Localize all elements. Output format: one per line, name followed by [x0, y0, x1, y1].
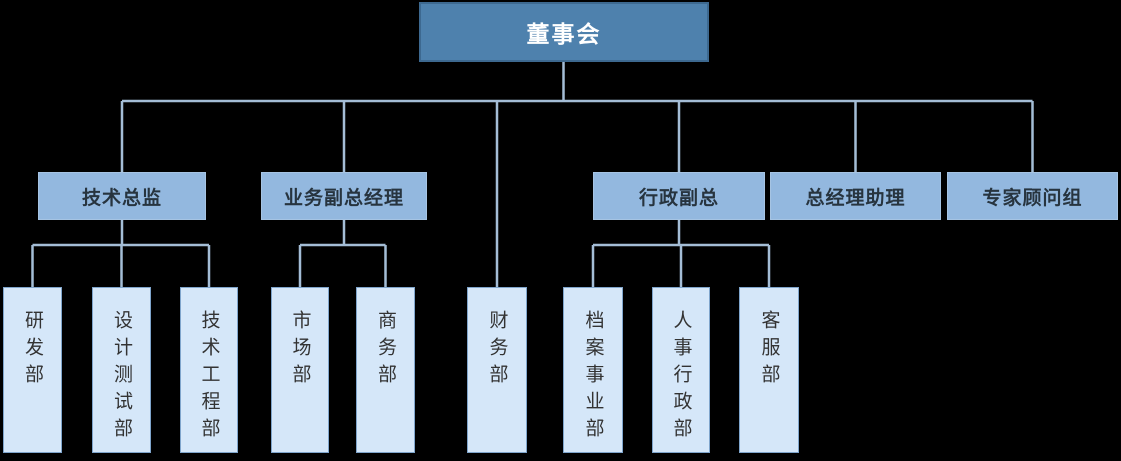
org-node-label: 客服部	[758, 310, 780, 391]
org-node-hr-admin-dept[interactable]: 人事行政部	[652, 287, 710, 453]
org-node-label: 总经理助理	[805, 187, 906, 209]
org-node-tech-engineering-dept[interactable]: 技术工程部	[180, 287, 238, 453]
org-node-archives-division[interactable]: 档案事业部	[563, 287, 623, 453]
org-node-label: 行政副总	[638, 187, 719, 209]
org-node-expert-advisory-group[interactable]: 专家顾问组	[947, 172, 1118, 220]
org-node-gm-assistant[interactable]: 总经理助理	[770, 172, 941, 220]
org-node-label: 业务副总经理	[283, 187, 404, 209]
org-node-label: 技术工程部	[198, 310, 220, 445]
org-node-label: 专家顾问组	[982, 187, 1083, 209]
org-node-design-test-dept[interactable]: 设计测试部	[92, 287, 151, 453]
org-node-label: 人事行政部	[670, 310, 692, 445]
org-node-finance-dept[interactable]: 财务部	[467, 287, 527, 453]
org-node-label: 设计测试部	[111, 310, 132, 445]
org-node-label: 档案事业部	[582, 310, 604, 445]
org-node-label: 商务部	[375, 310, 396, 391]
org-node-business-deputy-gm[interactable]: 业务副总经理	[261, 172, 427, 220]
org-node-marketing-dept[interactable]: 市场部	[271, 287, 329, 453]
org-node-label: 财务部	[486, 310, 508, 391]
org-node-label: 董事会	[526, 21, 602, 47]
org-node-rnd-dept[interactable]: 研发部	[3, 287, 62, 453]
org-node-tech-director[interactable]: 技术总监	[38, 172, 206, 220]
org-node-label: 研发部	[22, 310, 43, 391]
org-node-label: 技术总监	[81, 187, 162, 209]
org-node-admin-deputy[interactable]: 行政副总	[593, 172, 765, 220]
org-node-customer-service-dept[interactable]: 客服部	[739, 287, 799, 453]
org-node-board[interactable]: 董事会	[419, 2, 709, 62]
org-node-label: 市场部	[289, 310, 311, 391]
org-node-commerce-dept[interactable]: 商务部	[356, 287, 415, 453]
